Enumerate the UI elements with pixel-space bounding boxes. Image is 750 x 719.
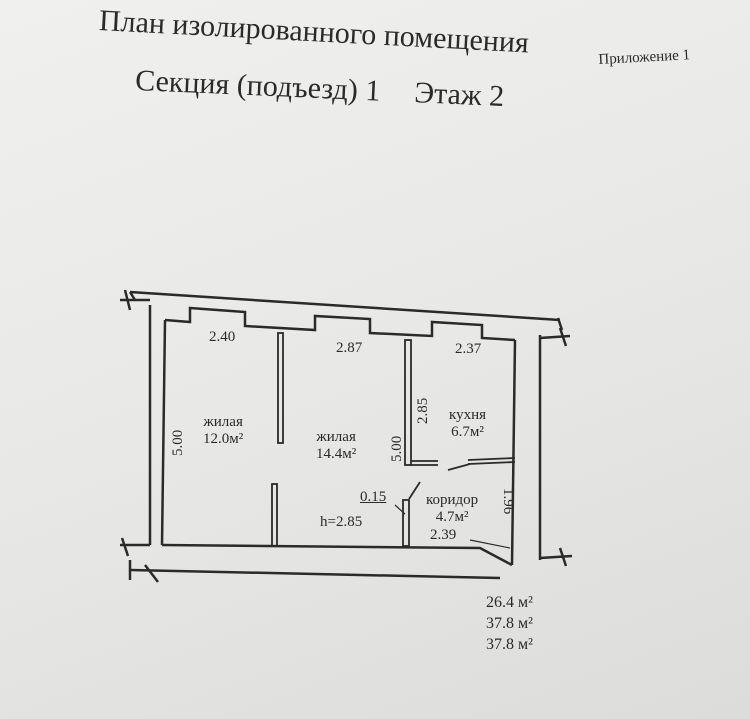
dim-corridor-width: 2.39 [430,527,457,543]
interior-walls [271,332,516,549]
dim-room2-width: 2.87 [336,340,363,356]
total-area-with-balcony: 37.8 м² [486,636,533,653]
right-wall [510,327,573,567]
dim-kitchen-width: 2.37 [455,341,482,357]
dim-room1-width: 2.40 [209,329,236,345]
dim-room2-length: 5.00 [389,435,405,462]
total-area: 37.8 м² [486,615,533,632]
bottom-wall [128,543,513,583]
dim-corridor-length: 1.96 [500,488,516,515]
left-wall [120,289,167,557]
dim-wall-thickness: 0.15 [360,489,387,505]
ceiling-height: h=2.85 [320,514,363,530]
top-wall [128,290,564,342]
total-living-area: 26.4 м² [486,594,533,611]
dim-room1-length: 5.00 [170,429,186,456]
dim-kitchen-length: 2.85 [415,397,431,424]
area-totals: 26.4 м² 37.8 м² 37.8 м² [486,592,533,655]
